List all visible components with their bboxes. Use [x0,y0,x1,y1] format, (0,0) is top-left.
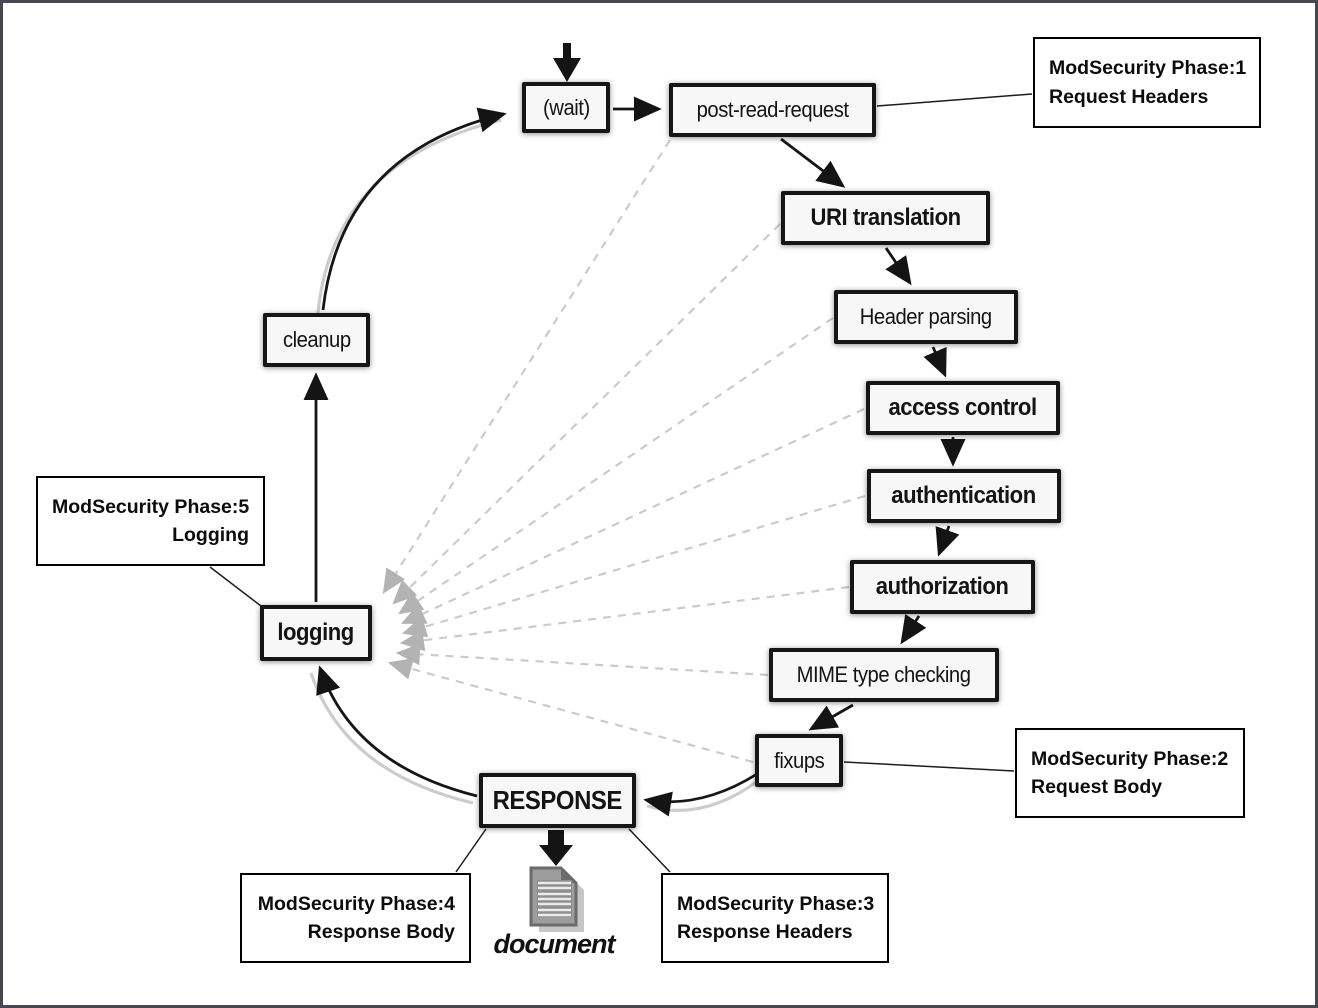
node-response: RESPONSE [479,773,636,828]
dashed-authentication-to-logging [401,494,866,638]
arrow-mime-type-checking-to-fixups [808,703,854,731]
node-logging: logging [260,605,372,661]
annotation-phase5-line2: Logging [172,524,249,546]
annotation-phase5-line1: ModSecurity Phase:5 [52,495,250,518]
annotation-phase1: ModSecurity Phase:1 Request Headers [1033,37,1261,128]
node-wait-label: (wait) [542,94,590,120]
arrow-uri-translation-to-header-parsing [884,247,912,286]
dashed-links-to-logging [382,139,866,764]
node-authorization: authorization [850,560,1035,614]
annotation-phase1-line1: ModSecurity Phase:1 [1049,57,1247,80]
arrow-response-to-logging [316,665,478,798]
node-uri-translation-label: URI translation [810,204,961,231]
annotation-phase4-line1: ModSecurity Phase:4 [257,892,455,915]
arc-shadow-response-logging [309,672,474,805]
arrow-fixups-to-response [643,772,758,817]
annotation-phase2-line1: ModSecurity Phase:2 [1031,747,1229,770]
annotation-phase2: ModSecurity Phase:2 Request Body [1015,728,1245,818]
node-wait: (wait) [522,82,610,133]
node-uri-translation: URI translation [781,191,990,245]
annotation-phase3-line1: ModSecurity Phase:3 [677,892,875,915]
curved-flow-arrows [316,107,758,817]
dashed-access-control-to-logging [401,408,865,624]
arrow-post-read-request-to-uri-translation [780,137,846,188]
document-icon-lines [538,881,571,917]
straight-flow-arrows [303,96,966,731]
arrow-response-to-document [539,830,573,866]
annotation-phase1-line2: Request Headers [1049,85,1209,108]
node-post-read-request-label: post-read-request [696,97,849,122]
document-icon [529,866,584,932]
node-fixups: fixups [755,734,843,787]
connector-post-read-request-phase1 [876,93,1033,107]
annotation-phase3-line2: Response Headers [677,921,853,943]
annotation-connectors [209,93,1033,873]
annotation-phase4: ModSecurity Phase:4 Response Body [240,873,471,963]
node-authorization-label: authorization [876,573,1009,600]
arc-shadow-fixups-response [646,778,760,812]
annotation-phase2-line2: Request Body [1031,776,1163,798]
annotation-phase4-line2: Response Body [307,921,455,943]
dashed-post-read-request-to-logging [382,139,671,594]
diagram-wires [209,43,1033,932]
node-access-control: access control [866,381,1060,435]
annotation-phase5: ModSecurity Phase:5 Logging [36,476,265,566]
node-mime-type-checking-label: MIME type checking [797,662,971,687]
dashed-uri-translation-to-logging [392,223,781,605]
node-mime-type-checking: MIME type checking [769,648,999,702]
connector-phase5-logging [209,566,262,607]
connector-response-phase3 [628,828,671,873]
arrow-cleanup-to-wait [321,107,507,311]
document-icon-fold [561,868,576,883]
arrow-authorization-to-mime-type-checking [900,614,927,645]
dashed-authorization-to-logging [399,585,850,652]
connector-response-phase4 [455,828,487,873]
node-access-control-label: access control [888,394,1038,421]
entry-arrow-into-wait [553,43,581,82]
document-label: document [493,929,615,959]
arrow-header-parsing-to-access-control [923,346,947,378]
node-header-parsing: Header parsing [834,290,1018,344]
node-response-label: RESPONSE [492,785,623,815]
node-cleanup: cleanup [263,313,370,367]
node-cleanup-label: cleanup [282,327,351,352]
annotation-phase3: ModSecurity Phase:3 Response Headers [661,873,889,963]
node-header-parsing-label: Header parsing [860,304,992,329]
node-authentication-label: authentication [891,482,1037,509]
dashed-fixups-to-logging [387,658,754,764]
node-post-read-request: post-read-request [669,83,876,137]
node-fixups-label: fixups [773,747,825,773]
arrow-authentication-to-authorization [935,525,960,557]
dashed-mime-type-checking-to-logging [395,643,769,677]
node-authentication: authentication [867,469,1061,523]
node-logging-label: logging [277,619,355,646]
connector-fixups-phase2 [843,761,1015,772]
cycle-arc-shadows [309,118,760,812]
dashed-header-parsing-to-logging [398,317,834,615]
arc-shadow-cleanup-wait [316,118,502,314]
